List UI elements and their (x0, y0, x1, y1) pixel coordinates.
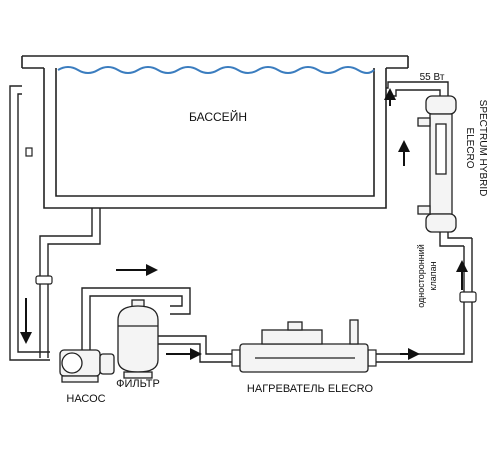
pool-label: БАССЕЙН (189, 109, 247, 124)
power-label: 55 Вт (420, 72, 445, 83)
uv-unit (417, 95, 457, 233)
pump (59, 349, 115, 383)
sand-filter (117, 299, 159, 379)
uv-brand-label: ELECRO (464, 127, 475, 168)
flow-arrows (20, 88, 468, 360)
uv-model-label: SPECTRUM HYBRID (477, 100, 488, 197)
pipe-network (9, 81, 473, 363)
water-surface (57, 66, 375, 74)
check-valve (459, 291, 477, 303)
pump-label: НАСОС (66, 393, 105, 405)
check-valve-label-line2: клапан (428, 261, 438, 290)
pipe-fittings (25, 147, 477, 367)
electric-heater (239, 319, 369, 373)
pool-basin (21, 55, 409, 209)
filter-label: ФИЛЬТР (116, 378, 160, 390)
heater-label: НАГРЕВАТЕЛЬ ELECRO (247, 383, 374, 395)
check-valve-label-line1: односторонний (416, 244, 426, 308)
